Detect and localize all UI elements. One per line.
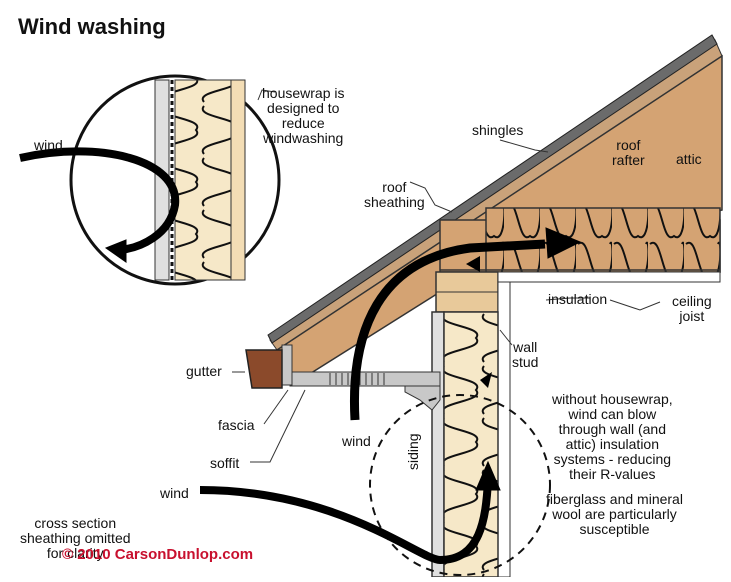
siding-wall [431,311,445,578]
copyright-text: © 2010 CarsonDunlop.com [62,546,254,563]
wind-arrows [19,147,582,565]
siding-label: siding [405,433,421,470]
interior-wall [497,271,721,283]
cross-section-note: cross section sheathing omitted for clar… [20,515,131,561]
wall-insulation [443,311,499,578]
insulation-label: insulation [548,291,608,307]
note-without-housewrap: without housewrap, wind can blow through… [552,391,673,482]
housewrap-label: housewrap is designed to reduce windwash… [262,85,345,146]
wind-label-soffit: wind [342,433,371,449]
detail-focus-circle [369,394,551,576]
fascia-label: fascia [218,417,255,433]
detail-wall [154,79,246,281]
attic-insulation [485,207,721,273]
soffit [289,371,441,387]
attic-label: attic [676,151,702,167]
gutter-label: gutter [186,363,222,379]
gutter-shape [245,349,283,389]
diagram-title: Wind washing [18,14,166,39]
soffit-label: soffit [210,455,240,471]
fascia-board [281,344,293,386]
note-fiberglass: fiberglass and mineral wool are particul… [546,491,683,537]
shingles-label: shingles [472,122,524,138]
wind-label-detail: wind [34,137,63,153]
soffit-trim [404,385,441,411]
wind-label-wall: wind [160,485,189,501]
shingles [267,34,718,344]
